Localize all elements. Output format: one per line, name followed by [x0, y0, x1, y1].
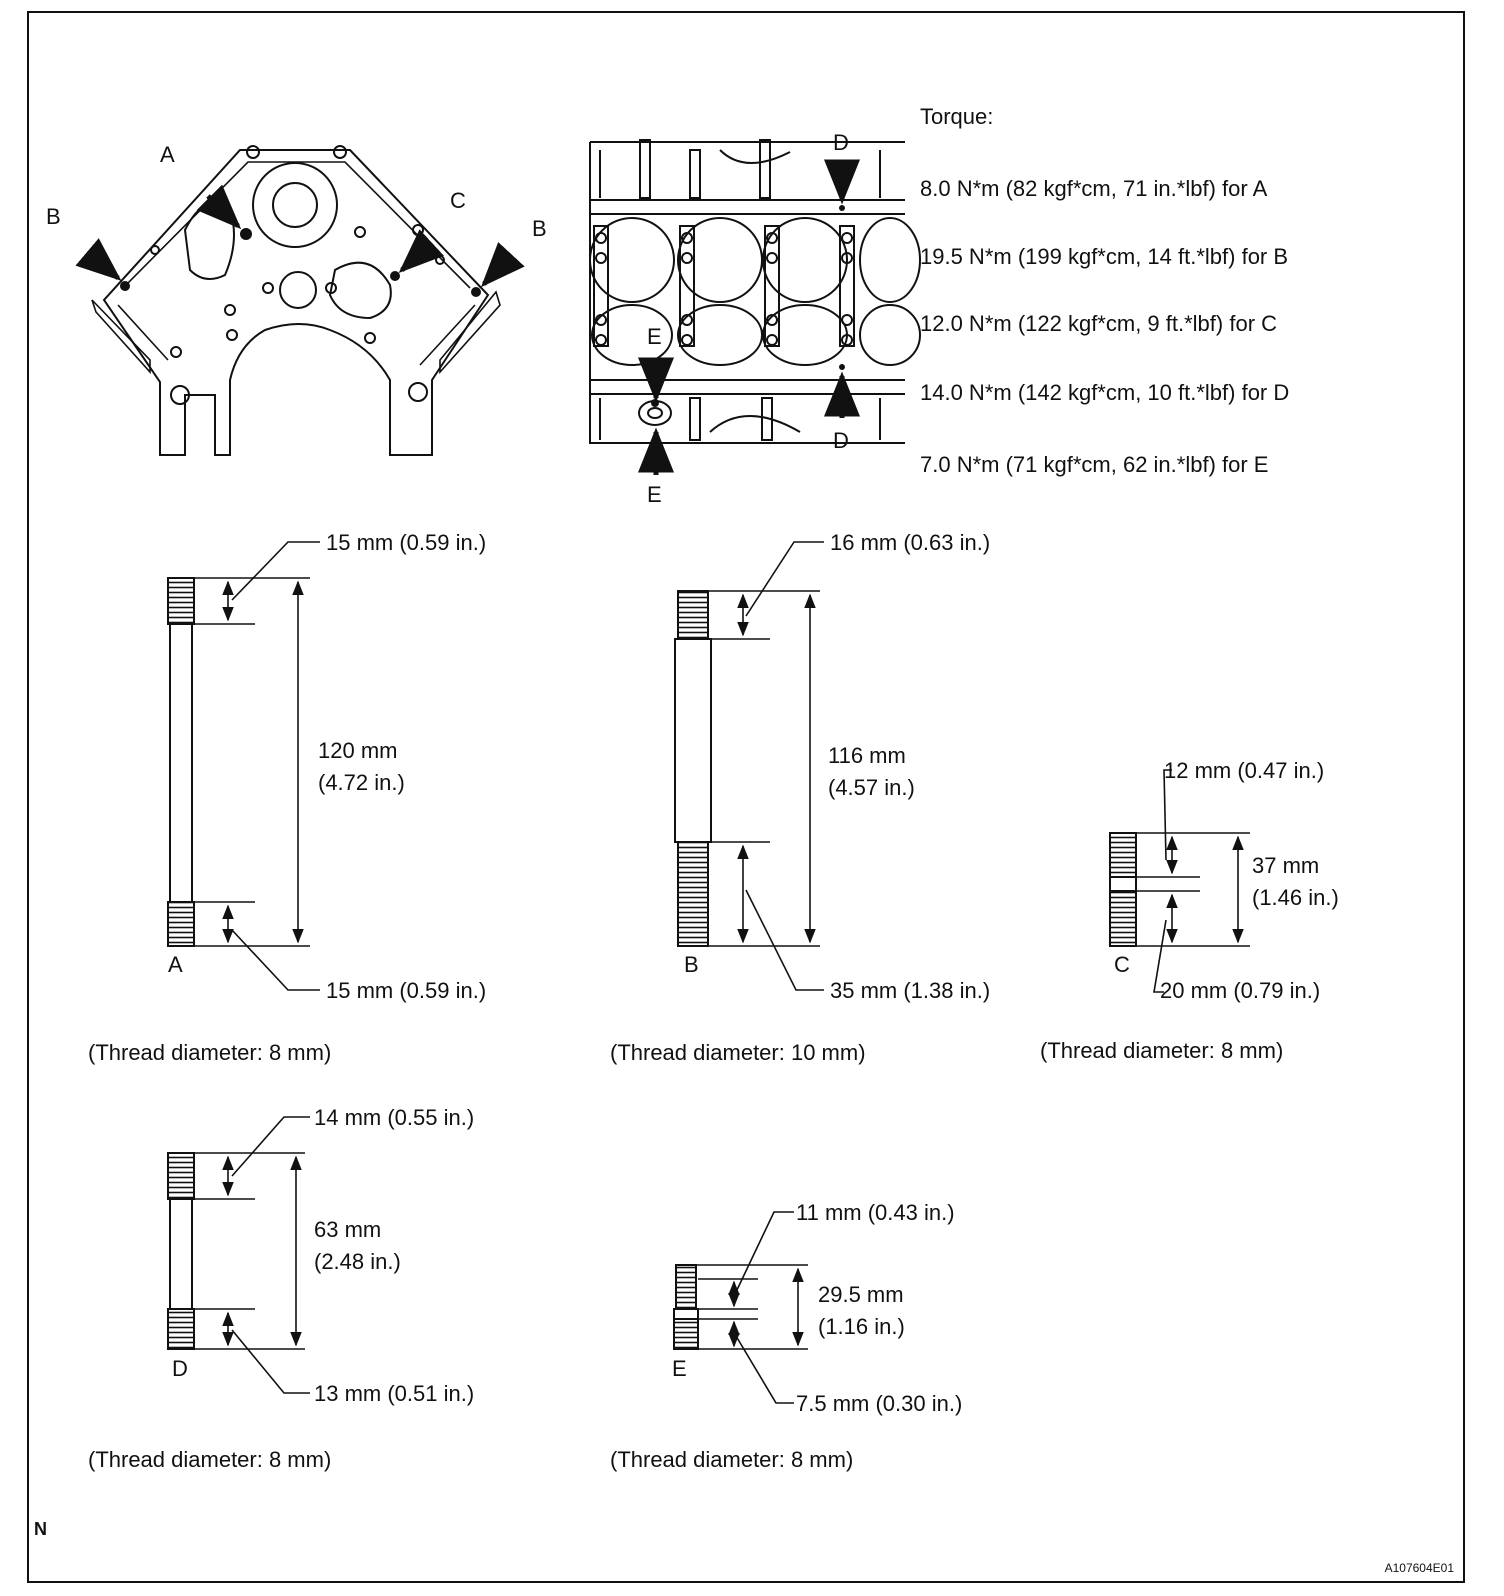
bolt-c-length-label: 37 mm: [1252, 853, 1319, 878]
stud-bolt-c: 12 mm (0.47 in.) 37 mm (1.46 in.) 20 mm …: [1040, 758, 1339, 1063]
bolt-b-id: B: [684, 952, 699, 977]
figure-frame: [27, 11, 1465, 1583]
side-label-d-top: D: [833, 130, 849, 155]
bolt-e-collar: [673, 1308, 699, 1320]
bolt-a-top-thread: [167, 577, 195, 625]
corner-mark: N: [34, 1519, 47, 1539]
bolt-a-id: A: [168, 952, 183, 977]
side-label-e-bottom: E: [647, 482, 662, 507]
bolt-d-thread-diameter: (Thread diameter: 8 mm): [88, 1447, 331, 1472]
bolt-c-id: C: [1114, 952, 1130, 977]
bolt-d-id: D: [172, 1356, 188, 1381]
bolt-e-length-inch-label: (1.16 in.): [818, 1314, 905, 1339]
side-label-e-top: E: [647, 324, 662, 349]
front-label-c: C: [450, 188, 466, 213]
bolt-d-shank: [169, 1198, 193, 1310]
bolt-c-thread-diameter: (Thread diameter: 8 mm): [1040, 1038, 1283, 1063]
bolt-e-id: E: [672, 1356, 687, 1381]
bolt-b-shank: [674, 638, 712, 843]
bolt-b-thread-diameter: (Thread diameter: 10 mm): [610, 1040, 866, 1065]
bolt-d-top-thread-label: 14 mm (0.55 in.): [314, 1105, 474, 1130]
torque-specifications: Torque: 8.0 N*m (82 kgf*cm, 71 in.*lbf) …: [920, 104, 1289, 477]
bolt-a-length-inch-label: (4.72 in.): [318, 770, 405, 795]
side-label-d-bottom: D: [833, 428, 849, 453]
bolt-c-bottom-thread-label: 20 mm (0.79 in.): [1160, 978, 1320, 1003]
bolt-d-bottom-thread-label: 13 mm (0.51 in.): [314, 1381, 474, 1406]
bolt-c-top-thread: [1109, 832, 1137, 878]
bolt-b-top-thread: [677, 590, 709, 640]
stud-bolt-a: 15 mm (0.59 in.) 120 mm (4.72 in.) 15 mm…: [88, 530, 486, 1065]
bolt-c-top-thread-label: 12 mm (0.47 in.): [1164, 758, 1324, 783]
torque-line-d: 14.0 N*m (142 kgf*cm, 10 ft.*lbf) for D: [920, 380, 1289, 405]
bolt-b-bottom-thread: [677, 841, 709, 947]
bolt-e-top-thread-label: 11 mm (0.43 in.): [796, 1200, 955, 1225]
torque-line-e: 7.0 N*m (71 kgf*cm, 62 in.*lbf) for E: [920, 452, 1268, 477]
bolt-d-length-label: 63 mm: [314, 1217, 381, 1242]
front-label-a: A: [160, 142, 175, 167]
bolt-c-length-inch-label: (1.46 in.): [1252, 885, 1339, 910]
bolt-d-bottom-thread: [167, 1308, 195, 1350]
bolt-a-length-label: 120 mm: [318, 738, 397, 763]
torque-heading: Torque:: [920, 104, 993, 129]
bolt-b-bottom-thread-label: 35 mm (1.38 in.): [830, 978, 990, 1003]
bolt-e-length-label: 29.5 mm: [818, 1282, 904, 1307]
bolt-c-bottom-thread: [1109, 890, 1137, 947]
bolt-e-thread-diameter: (Thread diameter: 8 mm): [610, 1447, 853, 1472]
bolt-e-top-thread: [675, 1264, 697, 1310]
bolt-a-shank: [169, 623, 193, 903]
engine-block-front-view: [91, 145, 501, 456]
bolt-a-bottom-thread: [167, 901, 195, 947]
bolt-b-top-thread-label: 16 mm (0.63 in.): [830, 530, 990, 555]
side-label-b: B: [532, 216, 547, 241]
figure-id: A107604E01: [1385, 1561, 1455, 1575]
stud-bolt-d: 14 mm (0.55 in.) 63 mm (2.48 in.) 13 mm …: [88, 1105, 474, 1472]
bolt-d-top-thread: [167, 1152, 195, 1200]
bolt-a-top-thread-label: 15 mm (0.59 in.): [326, 530, 486, 555]
bolt-hole-markers-front: [120, 228, 481, 297]
bolt-e-bottom-thread-label: 7.5 mm (0.30 in.): [796, 1391, 962, 1416]
bolt-c-collar: [1109, 876, 1137, 892]
bolt-b-length-inch-label: (4.57 in.): [828, 775, 915, 800]
torque-line-b: 19.5 N*m (199 kgf*cm, 14 ft.*lbf) for B: [920, 244, 1288, 269]
bolt-d-length-inch-label: (2.48 in.): [314, 1249, 401, 1274]
bolt-e-bottom-thread: [673, 1318, 699, 1350]
pointer-arrows-side: [638, 159, 860, 475]
torque-line-a: 8.0 N*m (82 kgf*cm, 71 in.*lbf) for A: [920, 176, 1268, 201]
bolt-b-length-label: 116 mm: [828, 743, 906, 768]
bolt-a-bottom-thread-label: 15 mm (0.59 in.): [326, 978, 486, 1003]
torque-line-c: 12.0 N*m (122 kgf*cm, 9 ft.*lbf) for C: [920, 311, 1277, 336]
bolt-a-thread-diameter: (Thread diameter: 8 mm): [88, 1040, 331, 1065]
stud-bolt-e: 11 mm (0.43 in.) 29.5 mm (1.16 in.) 7.5 …: [610, 1200, 962, 1472]
pointer-arrows-front: [75, 184, 525, 288]
engine-block-side-view: [589, 139, 921, 444]
stud-bolt-b: 16 mm (0.63 in.) 116 mm (4.57 in.) 35 mm…: [610, 530, 990, 1065]
front-label-b: B: [46, 204, 61, 229]
